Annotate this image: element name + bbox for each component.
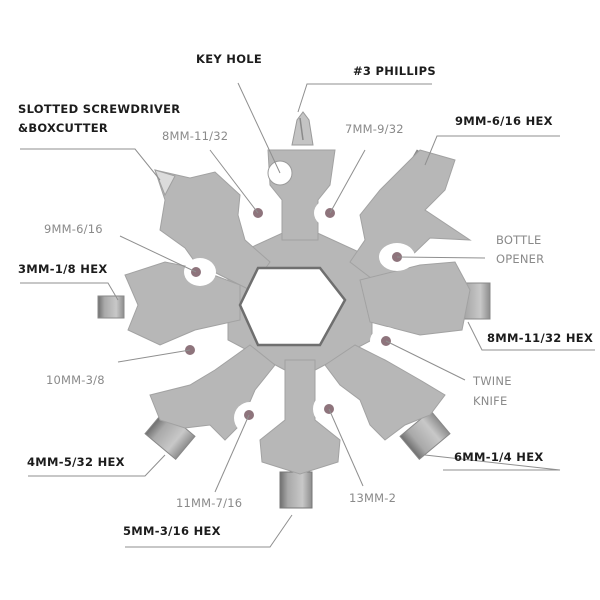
- hex-bit-5mm-icon: [279, 471, 313, 509]
- label-wrench-7mm: 7MM-9/32: [345, 122, 404, 136]
- label-hex-9mm: 9MM-6/16 HEX: [455, 114, 553, 128]
- label-hex-6mm: 6MM-1/4 HEX: [454, 450, 544, 464]
- label-bottle-line2: OPENER: [496, 252, 545, 266]
- label-slotted-line2: &BOXCUTTER: [18, 121, 109, 135]
- label-twine-line1: TWINE: [473, 374, 512, 388]
- hex-bit-6mm-icon: [399, 409, 451, 461]
- label-hex-4mm: 4MM-5/32 HEX: [27, 455, 125, 469]
- leader-lines: [20, 82, 595, 548]
- hex-bit-3mm-icon: [97, 295, 125, 319]
- label-slotted-line1: SLOTTED SCREWDRIVER: [18, 102, 181, 116]
- label-key-hole: KEY HOLE: [196, 52, 263, 66]
- label-hex-8mm: 8MM-11/32 HEX: [487, 331, 594, 345]
- label-wrench-8mm-top: 8MM-11/32: [162, 129, 229, 143]
- slotted-screwdriver-tip-icon: [154, 169, 176, 197]
- label-wrench-13mm: 13MM-2: [349, 491, 397, 505]
- label-wrench-10mm: 10MM-3/8: [46, 373, 105, 387]
- label-hex-3mm: 3MM-1/8 HEX: [18, 262, 108, 276]
- label-twine-line2: KNIFE: [473, 394, 508, 408]
- center-hex-opening: [238, 266, 347, 347]
- phillips-bit-icon: [291, 111, 314, 146]
- label-hex-5mm: 5MM-3/16 HEX: [123, 524, 221, 538]
- label-bottle-line1: BOTTLE: [496, 233, 542, 247]
- label-wrench-11mm: 11MM-7/16: [176, 496, 243, 510]
- label-phillips: #3 PHILLIPS: [353, 64, 436, 78]
- label-wrench-9mm: 9MM-6/16: [44, 222, 103, 236]
